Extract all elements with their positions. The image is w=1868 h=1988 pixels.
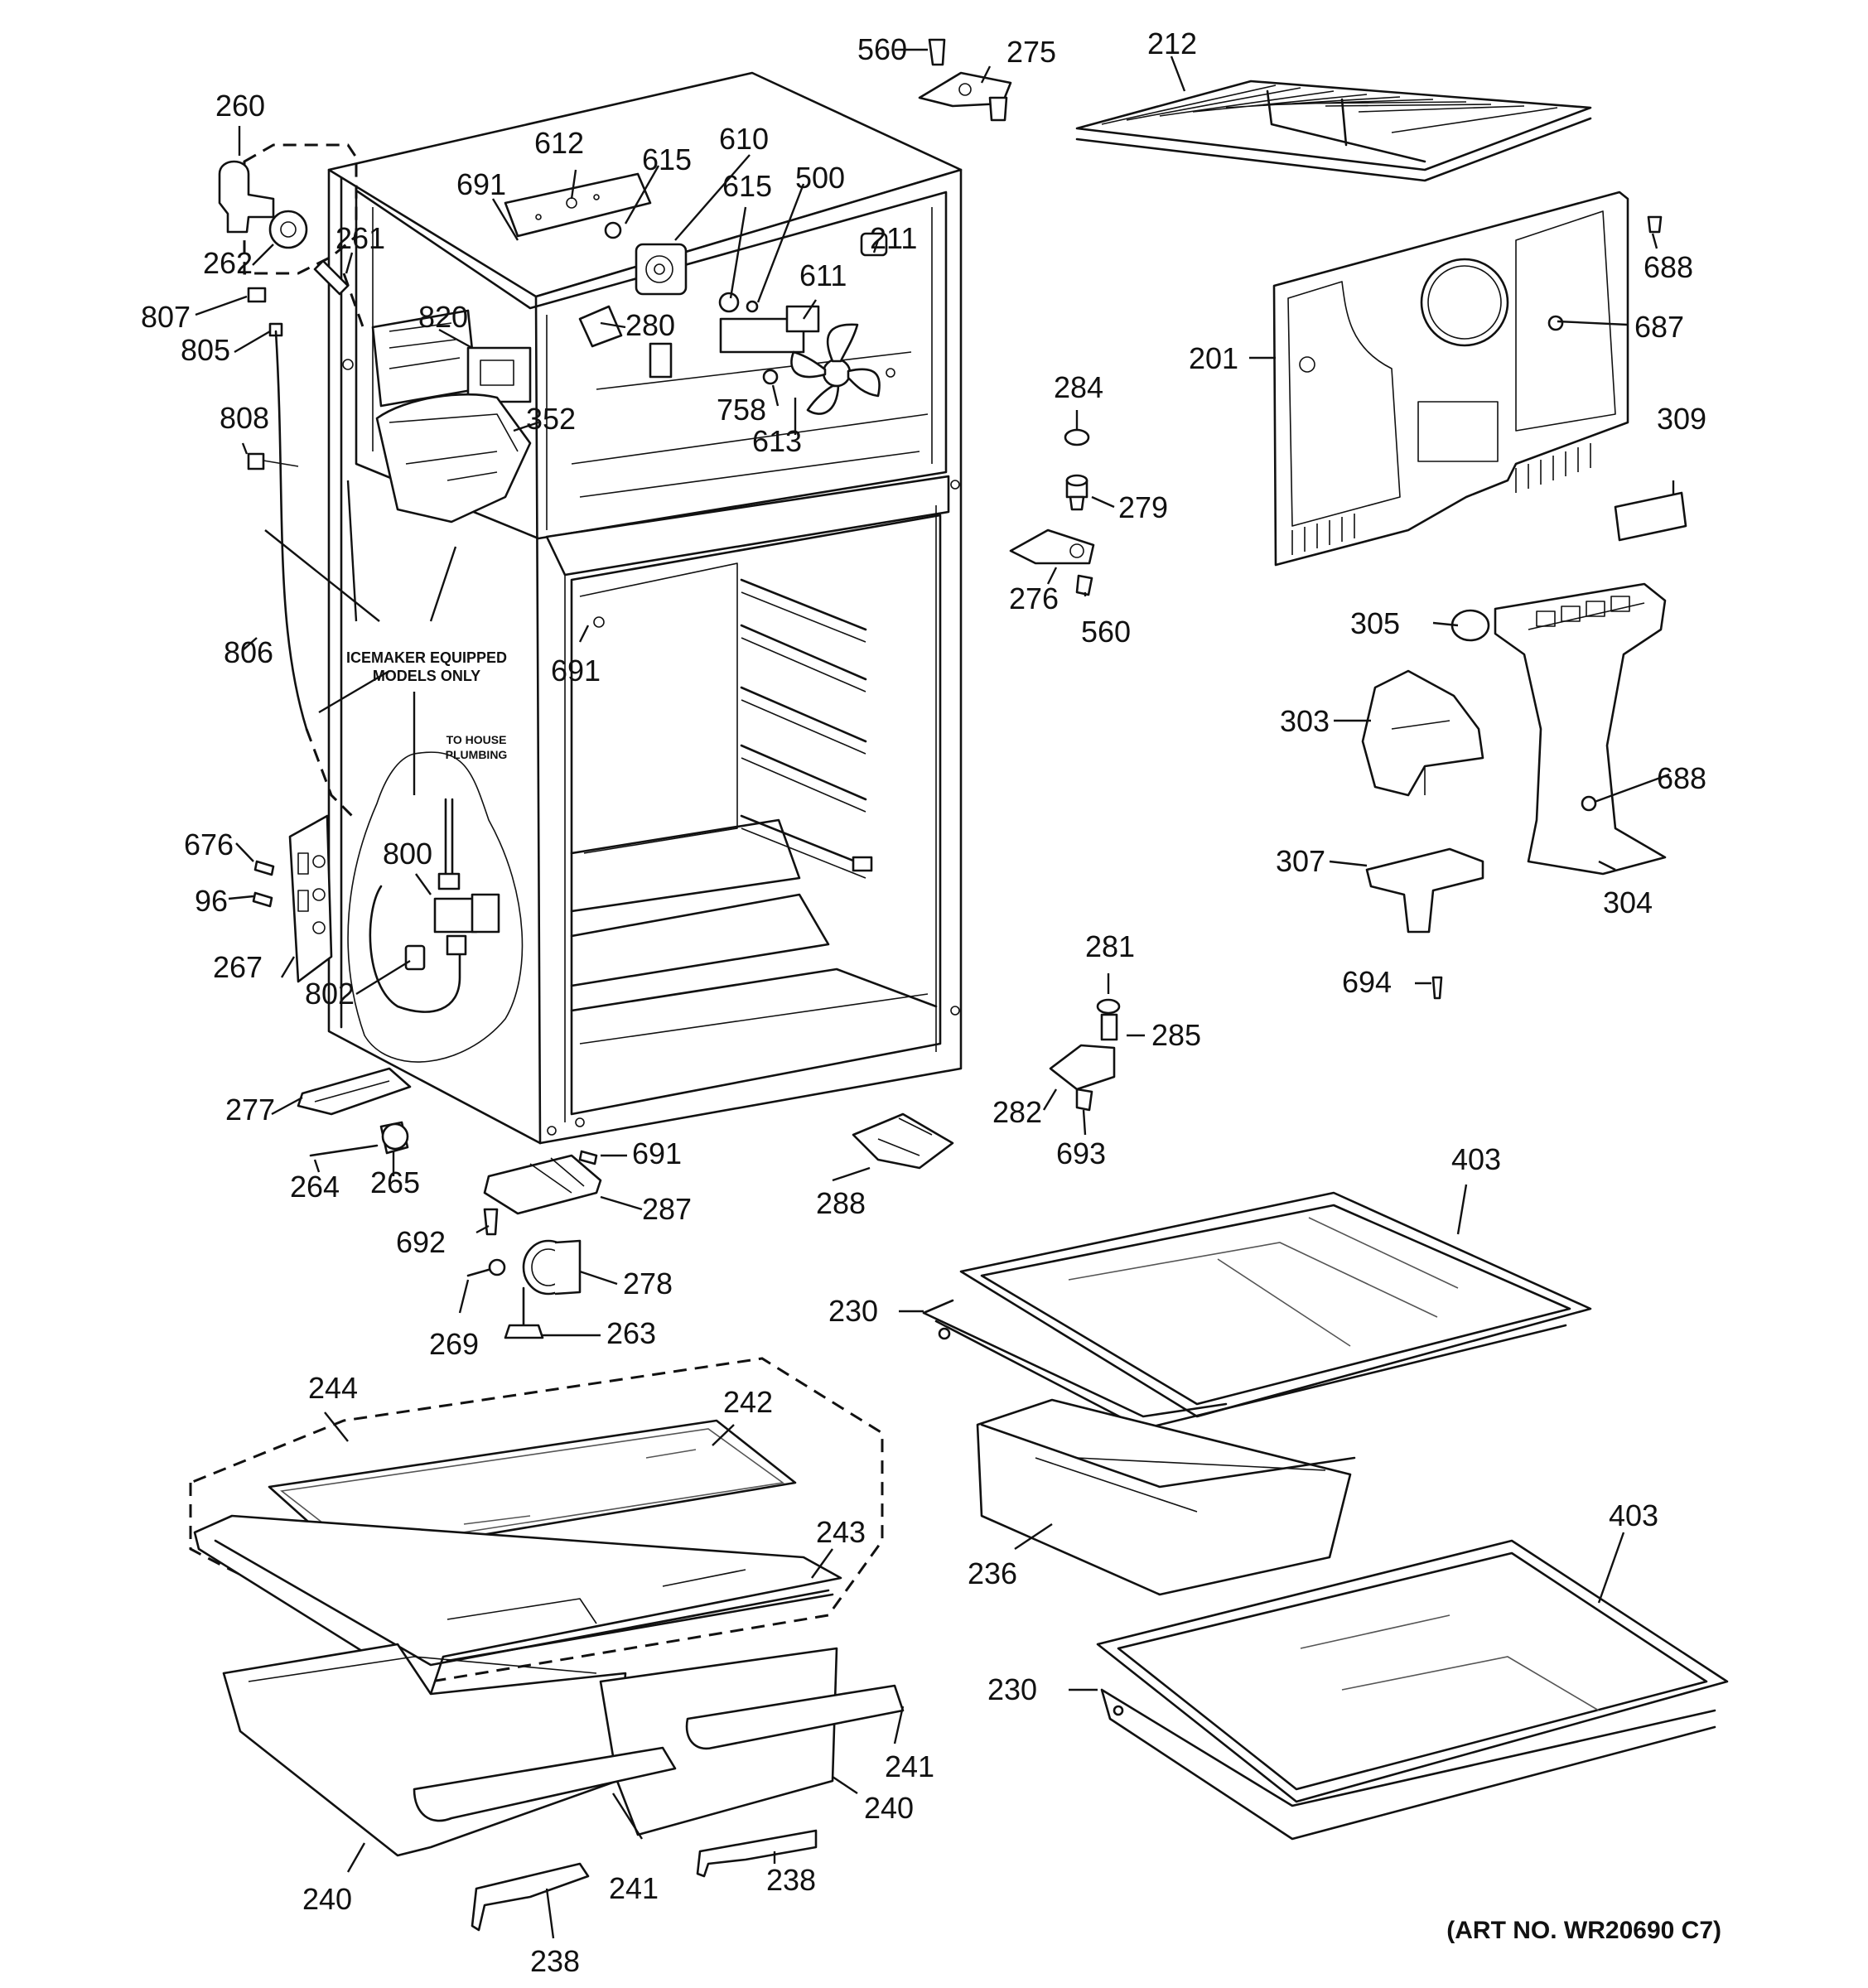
part-label-262: 262 (203, 246, 253, 280)
plumbing-note: TO HOUSE PLUMBING (446, 733, 508, 761)
part-label-805: 805 (181, 333, 230, 367)
part-label-560: 560 (857, 32, 907, 66)
part-label-676: 676 (184, 828, 234, 861)
part-label-269: 269 (429, 1327, 479, 1361)
art-number: (ART NO. WR20690 C7) (1446, 1917, 1721, 1944)
fresh-food-shelves-drawing (922, 1191, 1729, 1841)
part-label-820: 820 (418, 300, 468, 334)
part-label-500: 500 (795, 161, 845, 195)
part-label-265: 265 (370, 1165, 420, 1199)
part-label-238: 238 (530, 1944, 580, 1978)
part-label-212: 212 (1147, 27, 1197, 60)
part-label-261: 261 (335, 221, 385, 255)
freezer-components-drawing (342, 172, 895, 524)
part-label-615: 615 (722, 169, 772, 203)
part-label-238: 238 (766, 1863, 816, 1897)
part-label-611: 611 (799, 258, 847, 292)
part-label-688: 688 (1644, 250, 1693, 284)
part-label-240: 240 (302, 1882, 352, 1916)
part-label-307: 307 (1276, 844, 1325, 878)
part-label-278: 278 (623, 1267, 673, 1300)
part-label-688: 688 (1657, 761, 1706, 795)
part-label-691: 691 (632, 1136, 682, 1170)
icemaker-note: ICEMAKER EQUIPPED MODELS ONLY (346, 649, 507, 684)
part-label-284: 284 (1054, 370, 1103, 404)
part-label-352: 352 (526, 402, 576, 436)
part-label-403: 403 (1609, 1498, 1658, 1532)
part-label-694: 694 (1342, 965, 1392, 999)
note-plumbing-line1: TO HOUSE (446, 733, 507, 746)
part-label-240: 240 (864, 1791, 914, 1825)
part-label-244: 244 (308, 1371, 358, 1405)
part-label-263: 263 (606, 1316, 656, 1350)
note-icemaker-line1: ICEMAKER EQUIPPED (346, 649, 507, 666)
part-label-279: 279 (1118, 490, 1168, 524)
part-label-275: 275 (1006, 35, 1056, 69)
leader-lines (195, 48, 1675, 1939)
part-label-304: 304 (1603, 885, 1653, 919)
part-label-806: 806 (224, 635, 273, 669)
part-label-211: 211 (870, 221, 917, 255)
hinge-parts-drawing (918, 38, 1121, 1112)
cabinet-drawing (327, 71, 963, 1145)
part-label-808: 808 (220, 401, 269, 435)
shelf-and-wall-drawing (1075, 80, 1687, 1000)
part-label-691: 691 (551, 654, 601, 688)
part-label-758: 758 (717, 393, 766, 427)
part-label-691: 691 (456, 167, 506, 201)
part-label-285: 285 (1151, 1018, 1201, 1052)
part-label-282: 282 (992, 1095, 1042, 1129)
part-label-807: 807 (141, 300, 191, 334)
part-label-800: 800 (383, 837, 432, 871)
part-label-305: 305 (1350, 606, 1400, 640)
part-label-403: 403 (1451, 1142, 1501, 1176)
part-label-692: 692 (396, 1225, 446, 1259)
part-number-labels: 560 275 212 260 612 615 610 615 500 691 … (141, 27, 1706, 1978)
part-label-560: 560 (1081, 615, 1131, 649)
part-label-309: 309 (1657, 402, 1706, 436)
part-label-264: 264 (290, 1170, 340, 1204)
part-label-687: 687 (1634, 310, 1684, 344)
part-label-241: 241 (609, 1871, 659, 1905)
part-label-276: 276 (1009, 581, 1059, 615)
water-line-drawing (218, 143, 524, 1063)
part-label-613: 613 (752, 424, 802, 458)
part-label-230: 230 (987, 1672, 1037, 1706)
part-label-236: 236 (968, 1556, 1017, 1590)
note-icemaker-line2: MODELS ONLY (373, 668, 480, 684)
part-label-260: 260 (215, 89, 265, 123)
part-label-802: 802 (305, 977, 355, 1011)
part-label-612: 612 (534, 126, 584, 160)
part-label-242: 242 (723, 1385, 773, 1419)
note-plumbing-line2: PLUMBING (446, 748, 508, 761)
part-label-303: 303 (1280, 704, 1330, 738)
part-label-288: 288 (816, 1186, 866, 1220)
part-label-201: 201 (1189, 341, 1238, 375)
part-label-243: 243 (816, 1515, 866, 1549)
cabinet-hardware-drawing (297, 1067, 954, 1339)
crisper-drawer-set-drawing (189, 1357, 905, 1932)
part-label-241: 241 (885, 1749, 934, 1783)
part-label-615: 615 (642, 142, 692, 176)
part-label-280: 280 (625, 308, 675, 342)
part-label-287: 287 (642, 1192, 692, 1226)
part-label-610: 610 (719, 122, 769, 156)
part-label-693: 693 (1056, 1136, 1106, 1170)
part-label-281: 281 (1085, 929, 1135, 963)
part-label-277: 277 (225, 1093, 275, 1127)
part-label-230: 230 (828, 1294, 878, 1328)
part-label-267: 267 (213, 950, 263, 984)
part-label-96: 96 (195, 884, 228, 918)
